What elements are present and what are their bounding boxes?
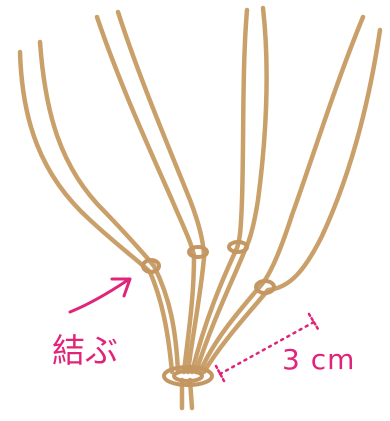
arrow-up-right-icon [70, 280, 128, 312]
measurement-label: 3 cm [282, 346, 355, 374]
cord [97, 17, 194, 372]
gathering-knot-inner [174, 371, 202, 381]
cord [40, 42, 178, 372]
cord [192, 10, 247, 372]
knot-label: 結ぶ [52, 334, 118, 367]
